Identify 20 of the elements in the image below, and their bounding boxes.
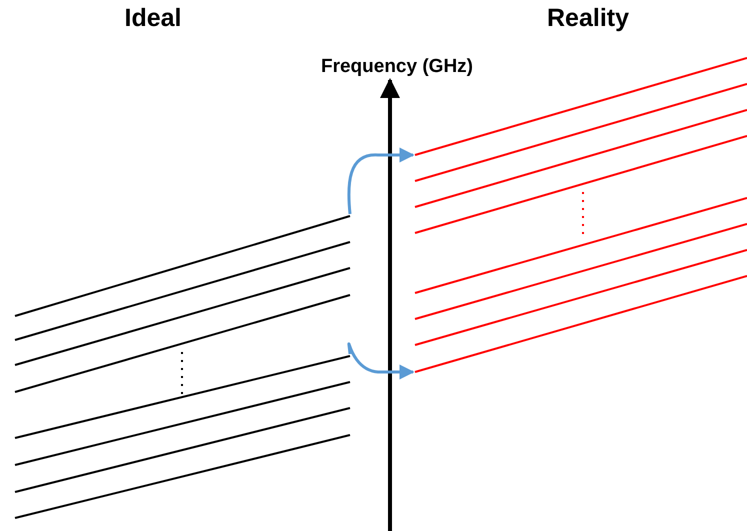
slanted-line bbox=[14, 241, 350, 341]
slanted-line bbox=[14, 407, 350, 493]
slanted-line bbox=[414, 249, 747, 346]
slanted-line bbox=[14, 294, 350, 393]
slanted-line bbox=[14, 381, 350, 466]
heading: Ideal bbox=[124, 4, 182, 33]
slanted-line bbox=[14, 267, 350, 366]
slanted-line bbox=[414, 275, 747, 373]
axis-label: Frequency (GHz) bbox=[320, 56, 474, 78]
heading: Reality bbox=[547, 4, 629, 33]
curved-arrow bbox=[347, 148, 414, 214]
slanted-line bbox=[414, 83, 747, 182]
slanted-line bbox=[14, 355, 350, 439]
slanted-line bbox=[414, 223, 747, 320]
slanted-line bbox=[414, 109, 747, 208]
slanted-line bbox=[14, 215, 350, 317]
curved-arrow bbox=[347, 344, 414, 380]
slanted-line bbox=[414, 197, 747, 294]
slanted-line bbox=[14, 434, 350, 519]
slanted-line bbox=[414, 135, 747, 234]
